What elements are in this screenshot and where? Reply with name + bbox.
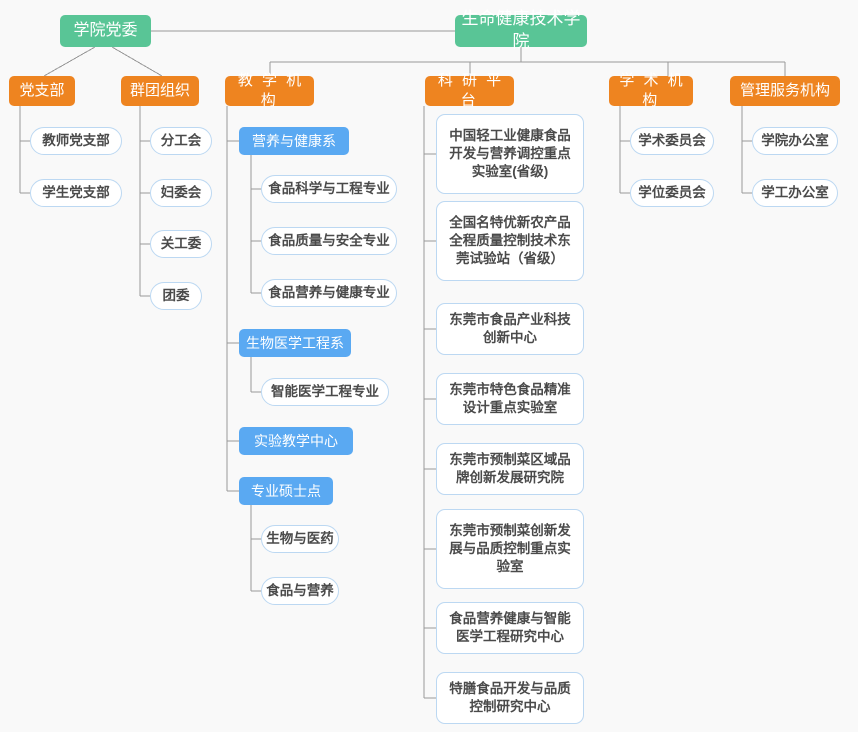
node-platform-agricultural-products-station[interactable]: 全国名特优新农产品 全程质量控制技术东 莞试验站（省级） [436, 201, 584, 281]
node-youth-league-committee[interactable]: 团委 [150, 282, 202, 310]
node-academic-committee[interactable]: 学术委员会 [630, 127, 714, 155]
node-category-research[interactable]: 科 研 平 台 [425, 72, 514, 109]
node-dept-professional-masters[interactable]: 专业硕士点 [239, 477, 333, 505]
node-platform-food-industry-innovation-center[interactable]: 东莞市食品产业科技 创新中心 [436, 303, 584, 355]
node-platform-light-industry-key-lab[interactable]: 中国轻工业健康食品 开发与营养调控重点 实验室(省级) [436, 114, 584, 194]
node-college-party-committee[interactable]: 学院党委 [60, 15, 151, 47]
node-teacher-party-branch[interactable]: 教师党支部 [30, 127, 122, 155]
node-platform-prepared-dishes-quality-lab[interactable]: 东莞市预制菜创新发 展与品质控制重点实 验室 [436, 509, 584, 589]
node-major-intelligent-medical-engineering[interactable]: 智能医学工程专业 [261, 378, 389, 406]
node-master-biology-medicine[interactable]: 生物与医药 [261, 525, 339, 553]
node-platform-specialty-food-design-lab[interactable]: 东莞市特色食品精准 设计重点实验室 [436, 373, 584, 425]
node-major-food-nutrition-health[interactable]: 食品营养与健康专业 [261, 279, 397, 307]
node-major-food-quality-safety[interactable]: 食品质量与安全专业 [261, 227, 397, 255]
node-student-party-branch[interactable]: 学生党支部 [30, 179, 122, 207]
node-womens-committee[interactable]: 妇委会 [150, 179, 212, 207]
node-category-teaching[interactable]: 教 学 机 构 [225, 72, 314, 109]
node-dept-experimental-teaching-center[interactable]: 实验教学中心 [239, 427, 353, 455]
node-youth-care-committee[interactable]: 关工委 [150, 230, 212, 258]
node-student-affairs-office[interactable]: 学工办公室 [752, 179, 838, 207]
node-master-food-nutrition[interactable]: 食品与营养 [261, 577, 339, 605]
node-category-academic[interactable]: 学 术 机 构 [609, 72, 693, 109]
node-college-root[interactable]: 生命健康技术学院 [455, 9, 587, 51]
node-degree-committee[interactable]: 学位委员会 [630, 179, 714, 207]
node-dept-nutrition-health[interactable]: 营养与健康系 [239, 127, 349, 155]
node-platform-special-diet-food-center[interactable]: 特膳食品开发与品质 控制研究中心 [436, 672, 584, 724]
node-labour-union[interactable]: 分工会 [150, 127, 212, 155]
node-category-administration[interactable]: 管理服务机构 [730, 76, 840, 106]
node-platform-nutrition-intelligent-medical-center[interactable]: 食品营养健康与智能 医学工程研究中心 [436, 602, 584, 654]
node-major-food-science-engineering[interactable]: 食品科学与工程专业 [261, 175, 397, 203]
node-category-party-branch[interactable]: 党支部 [9, 76, 75, 106]
node-platform-prepared-dishes-brand-institute[interactable]: 东莞市预制菜区域品 牌创新发展研究院 [436, 443, 584, 495]
node-category-mass-organizations[interactable]: 群团组织 [121, 76, 199, 106]
node-college-office[interactable]: 学院办公室 [752, 127, 838, 155]
node-dept-biomedical-engineering[interactable]: 生物医学工程系 [239, 329, 351, 357]
